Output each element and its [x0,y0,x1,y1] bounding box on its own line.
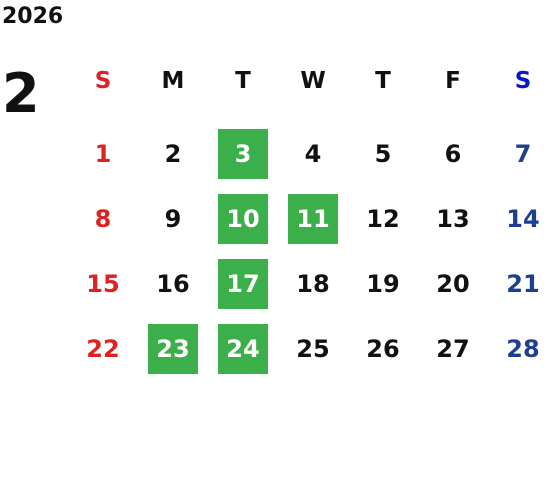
weekday-header-thu: T [375,68,391,94]
day-cell: 28 [488,316,548,381]
day-cell: 15 [68,251,138,316]
day-number: 27 [436,334,470,363]
day-cell-highlighted: 3 [208,121,278,186]
day-cell-highlighted: 10 [208,186,278,251]
weekday-header-sat: S [514,68,532,94]
year-label: 2026 [2,4,64,29]
day-number: 6 [444,139,462,168]
day-number: 5 [374,139,392,168]
day-number: 22 [86,334,120,363]
weekday-header-fri: F [445,68,461,94]
day-number: 3 [218,128,268,179]
calendar-grid: S M T W T F S 1 2 3 4 5 6 7 8 9 10 11 12… [68,56,548,381]
day-cell: 9 [138,186,208,251]
day-cell: 1 [68,121,138,186]
day-number: 4 [304,139,322,168]
day-cell: 12 [348,186,418,251]
day-cell-highlighted: 23 [138,316,208,381]
day-number: 20 [436,269,470,298]
day-cell: 27 [418,316,488,381]
day-number: 8 [94,204,112,233]
day-cell: 21 [488,251,548,316]
day-number: 7 [514,139,532,168]
day-number: 17 [218,258,268,309]
day-cell: 2 [138,121,208,186]
day-cell: 20 [418,251,488,316]
day-cell: 4 [278,121,348,186]
day-number: 26 [366,334,400,363]
day-number: 12 [366,204,400,233]
day-cell-highlighted: 24 [208,316,278,381]
day-number: 14 [506,204,540,233]
day-cell: 13 [418,186,488,251]
day-number: 15 [86,269,120,298]
day-number: 21 [506,269,540,298]
day-number: 13 [436,204,470,233]
weekday-header-sun: S [94,68,112,94]
day-number: 11 [288,193,338,244]
day-cell: 25 [278,316,348,381]
day-cell: 18 [278,251,348,316]
day-cell: 14 [488,186,548,251]
day-cell: 22 [68,316,138,381]
day-number: 2 [164,139,182,168]
day-cell: 5 [348,121,418,186]
day-cell: 16 [138,251,208,316]
day-number: 1 [94,139,112,168]
day-number: 24 [218,323,268,374]
day-number: 28 [506,334,540,363]
day-cell: 7 [488,121,548,186]
weekday-header-mon: M [161,68,185,94]
day-number: 10 [218,193,268,244]
day-number: 16 [156,269,190,298]
day-cell-highlighted: 11 [278,186,348,251]
day-cell-highlighted: 17 [208,251,278,316]
day-cell: 8 [68,186,138,251]
weekday-header-wed: W [300,68,326,94]
day-number: 25 [296,334,330,363]
day-number: 18 [296,269,330,298]
weekday-header-tue: T [235,68,251,94]
month-label: 2 [2,62,40,125]
day-cell: 26 [348,316,418,381]
day-number: 23 [148,323,198,374]
day-number: 19 [366,269,400,298]
day-number: 9 [164,204,182,233]
day-cell: 19 [348,251,418,316]
day-cell: 6 [418,121,488,186]
